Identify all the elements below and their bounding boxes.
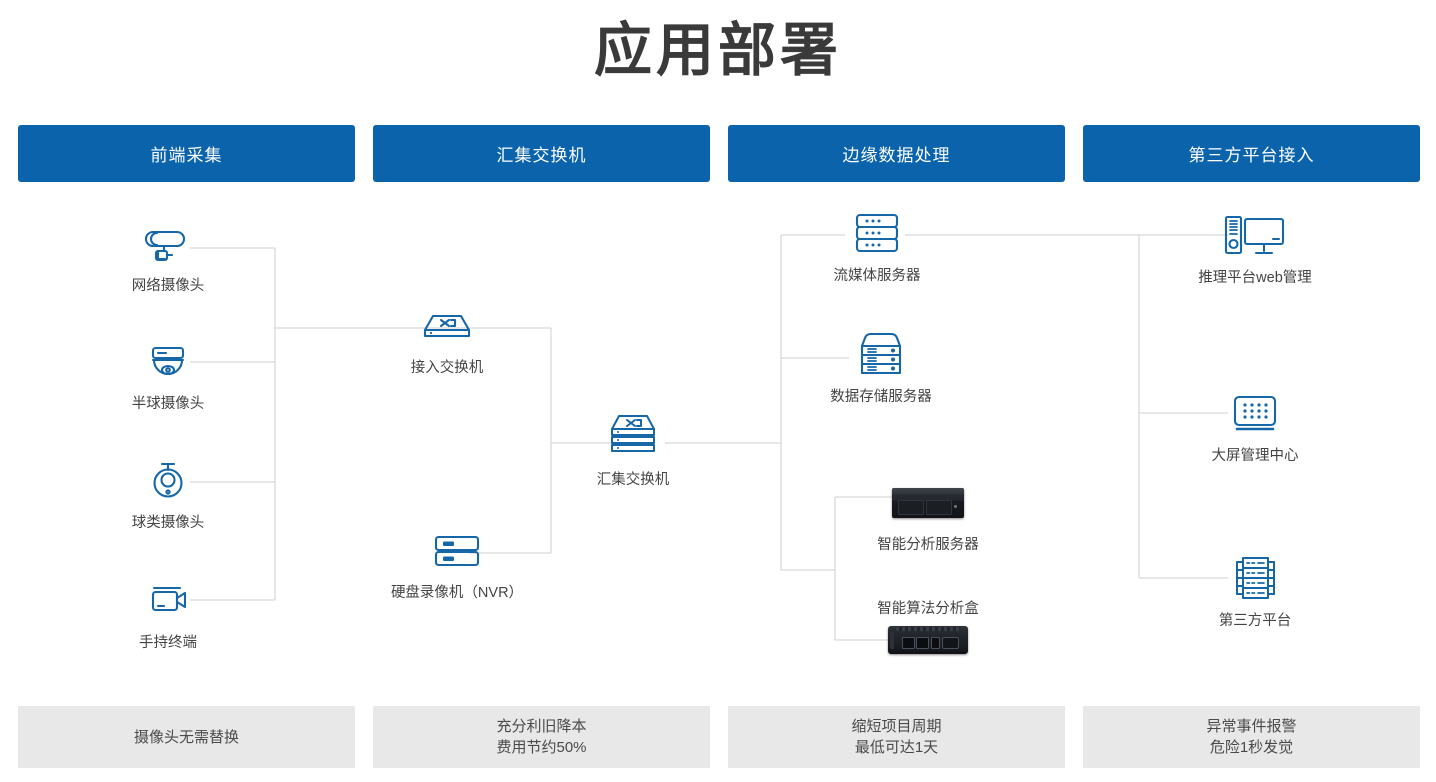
node-analysis-box[interactable]: 智能算法分析盒 (868, 600, 988, 655)
node-label: 汇集交换机 (596, 472, 670, 488)
node-label: 接入交换机 (410, 360, 484, 376)
node-web-management[interactable]: 推理平台web管理 (1193, 210, 1317, 287)
bullet-camera-icon (108, 218, 228, 270)
node-label: 硬盘录像机（NVR） (390, 585, 524, 601)
node-label: 球类摄像头 (131, 515, 205, 531)
footer-line: 摄像头无需替换 (133, 728, 239, 746)
column-header-third-party-platform-access: 第三方平台接入 (1083, 125, 1420, 182)
footer-benefit-2: 充分利旧降本 费用节约50% (373, 706, 710, 768)
node-aggregation-switch[interactable]: 汇集交换机 (573, 412, 693, 489)
footer-line: 费用节约50% (496, 739, 587, 756)
node-dome-camera[interactable]: 半球摄像头 (108, 336, 228, 413)
edge-ai-box-photo (868, 625, 988, 655)
ptz-camera-icon (108, 455, 228, 507)
node-label: 智能算法分析盒 (877, 601, 979, 617)
footer-line: 危险1秒发觉 (1209, 739, 1294, 756)
footer-line: 异常事件报警 (1206, 718, 1297, 735)
server-cluster-icon (1193, 553, 1317, 605)
footer-line: 充分利旧降本 (496, 718, 587, 735)
node-label: 手持终端 (139, 635, 197, 651)
dome-camera-icon (108, 336, 228, 388)
stacked-switch-icon (573, 412, 693, 464)
footer-benefit-4: 异常事件报警 危险1秒发觉 (1083, 706, 1420, 768)
column-header-aggregation-switch: 汇集交换机 (373, 125, 710, 182)
node-analysis-server[interactable]: 智能分析服务器 (868, 477, 988, 554)
node-label: 智能分析服务器 (877, 537, 979, 553)
node-label: 网络摄像头 (131, 278, 205, 294)
node-label: 流媒体服务器 (833, 268, 921, 284)
column-header-edge-data-processing: 边缘数据处理 (728, 125, 1065, 182)
node-ptz-camera[interactable]: 球类摄像头 (108, 455, 228, 532)
footer-line: 最低可达1天 (854, 739, 939, 756)
nvr-icon (387, 525, 527, 577)
node-third-party-platform[interactable]: 第三方平台 (1193, 553, 1317, 630)
node-streaming-server[interactable]: 流媒体服务器 (817, 208, 937, 285)
footer-benefit-3: 缩短项目周期 最低可达1天 (728, 706, 1065, 768)
node-label: 数据存储服务器 (830, 389, 932, 405)
column-header-front-end-collection: 前端采集 (18, 125, 355, 182)
node-label: 第三方平台 (1218, 613, 1292, 629)
node-storage-server[interactable]: 数据存储服务器 (821, 329, 941, 406)
node-nvr[interactable]: 硬盘录像机（NVR） (387, 525, 527, 602)
node-bullet-camera[interactable]: 网络摄像头 (108, 218, 228, 295)
node-label: 大屏管理中心 (1211, 448, 1299, 464)
page-title: 应用部署 (593, 18, 842, 83)
rack-server-icon (817, 208, 937, 260)
switch-icon (387, 300, 507, 352)
node-label: 半球摄像头 (131, 396, 205, 412)
storage-server-icon (821, 329, 941, 381)
node-access-switch[interactable]: 接入交换机 (387, 300, 507, 377)
node-label: 推理平台web管理 (1198, 270, 1312, 286)
footer-benefit-1: 摄像头无需替换 (18, 706, 355, 768)
video-wall-icon (1193, 388, 1317, 440)
camcorder-icon (108, 575, 228, 627)
node-handheld-terminal[interactable]: 手持终端 (108, 575, 228, 652)
desktop-pc-icon (1193, 210, 1317, 262)
rack-server-photo (868, 477, 988, 529)
node-video-wall[interactable]: 大屏管理中心 (1193, 388, 1317, 465)
footer-line: 缩短项目周期 (851, 718, 942, 735)
